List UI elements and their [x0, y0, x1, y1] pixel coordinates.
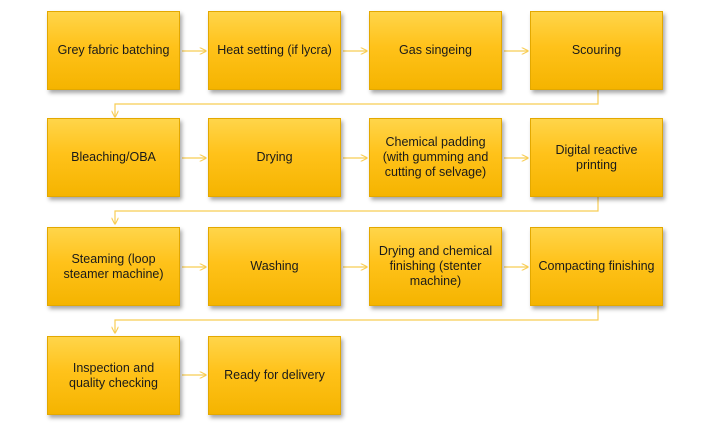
step-label: Gas singeing — [399, 43, 472, 57]
step-label: Drying and chemical finishing (stenter m… — [378, 244, 493, 288]
step-label: Drying — [256, 150, 293, 164]
step-compacting-finishing: Compacting finishing — [530, 227, 663, 306]
step-chemical-padding: Chemical padding (with gumming and cutti… — [369, 118, 502, 197]
step-label: Heat setting (if lycra) — [217, 43, 332, 57]
step-washing: Washing — [208, 227, 341, 306]
step-label: Steaming (loop steamer machine) — [63, 251, 164, 281]
step-inspection-quality-checking: Inspection and quality checking — [47, 336, 180, 415]
step-label: Scouring — [571, 43, 622, 57]
step-label: Grey fabric batching — [57, 43, 170, 57]
step-label: Digital reactive printing — [555, 142, 638, 172]
step-label: Washing — [250, 259, 299, 273]
step-drying: Drying — [208, 118, 341, 197]
arrow-8-9 — [115, 197, 599, 224]
step-gas-singeing: Gas singeing — [369, 11, 502, 90]
step-steaming: Steaming (loop steamer machine) — [47, 227, 180, 306]
step-label: Inspection and quality checking — [69, 360, 158, 390]
step-heat-setting: Heat setting (if lycra) — [208, 11, 341, 90]
arrow-4-5 — [115, 90, 599, 117]
step-scouring: Scouring — [530, 11, 663, 90]
step-drying-chemical-finishing: Drying and chemical finishing (stenter m… — [369, 227, 502, 306]
step-bleaching-oba: Bleaching/OBA — [47, 118, 180, 197]
step-ready-for-delivery: Ready for delivery — [208, 336, 341, 415]
step-label: Ready for delivery — [224, 368, 325, 382]
step-label: Chemical padding (with gumming and cutti… — [382, 135, 489, 179]
step-digital-reactive-printing: Digital reactive printing — [530, 118, 663, 197]
arrow-12-13 — [115, 306, 599, 333]
step-label: Bleaching/OBA — [71, 150, 156, 164]
step-grey-fabric-batching: Grey fabric batching — [47, 11, 180, 90]
step-label: Compacting finishing — [538, 259, 655, 273]
